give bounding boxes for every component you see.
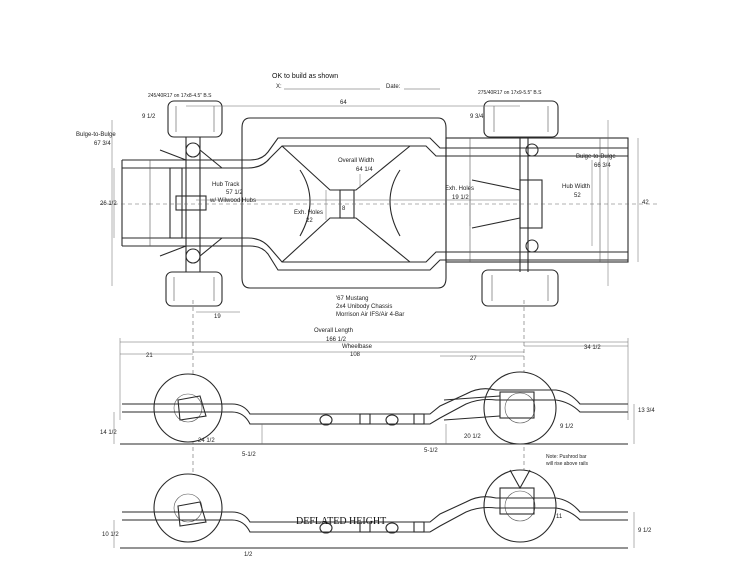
deflated-front-wheel xyxy=(153,473,223,543)
wheelbase-label: Wheelbase xyxy=(342,344,373,350)
overall-width-label: Overall Width xyxy=(338,158,374,164)
side-rear-wheel xyxy=(483,371,557,445)
car-info-line-1: '67 Mustang xyxy=(336,296,369,302)
exh-holes-right-label: Exh. Holes xyxy=(445,186,474,192)
signature-label: X: xyxy=(276,84,282,90)
overall-width-value: 64 1/4 xyxy=(356,167,373,173)
wheelbase-value: 108 xyxy=(350,352,361,358)
front-tire-spec: 245/40R17 on 17x8-4.5" B.S xyxy=(148,93,212,99)
front-low-dim: 24 1/2 xyxy=(198,438,215,444)
front-bulge-value: 67 3/4 xyxy=(94,141,111,147)
side-view: Overall Length 166 1/2 Wheelbase 108 21 … xyxy=(100,328,655,467)
approval-block: OK to build as shown X: Date: xyxy=(272,73,440,90)
deflated-right-height: 9 1/2 xyxy=(638,528,652,534)
rear-overhang-dim: 34 1/2 xyxy=(584,345,601,351)
front-overhang-dim: 21 xyxy=(146,353,153,359)
side-left-height: 14 1/2 xyxy=(100,430,117,436)
overall-length-value: 166 1/2 xyxy=(326,337,347,343)
rear-bulge-label: Bulge-to-Bulge xyxy=(576,154,616,160)
hub-width-label: Hub Width xyxy=(562,184,590,190)
hub-note: w/ Wilwood Hubs xyxy=(209,198,256,204)
deflated-mid-dim: 11 xyxy=(556,514,563,520)
rear-pinion-dim: 20 1/2 xyxy=(464,434,481,440)
side-right-height: 13 3/4 xyxy=(638,408,655,414)
deflated-bottom-left: 1/2 xyxy=(244,552,253,558)
center-dim: 8 xyxy=(342,206,346,212)
bottom-dim: 19 xyxy=(214,314,221,320)
rear-small-dim: 9 3/4 xyxy=(470,114,484,120)
rear-left-tire xyxy=(483,100,559,138)
car-info-line-3: Morrison Air IFS/Air 4-Bar xyxy=(336,312,404,318)
hub-track-value: 57 1/2 xyxy=(226,190,243,196)
front-right-tire xyxy=(165,271,223,307)
rear-axle-dim: 27 xyxy=(470,356,477,362)
front-bulge-label: Bulge-to-Bulge xyxy=(76,132,116,138)
hub-width-value: 52 xyxy=(574,193,581,199)
deflated-height-label: DEFLATED HEIGHT xyxy=(296,516,386,527)
front-left-tire xyxy=(167,100,223,138)
hub-track-label: Hub Track xyxy=(212,182,240,188)
rear-tire-spec: 275/40R17 on 17x9-5.5" B.S xyxy=(478,90,542,96)
right-dim: 42 xyxy=(642,200,649,206)
rear-right-tire xyxy=(481,269,559,307)
rear-ground-dim: 5-1/2 xyxy=(424,448,438,454)
exh-holes-left-label: Exh. Holes xyxy=(294,210,323,216)
car-info-line-2: 2x4 Unibody Chassis xyxy=(336,304,392,310)
deflated-view: DEFLATED HEIGHT 10 1/2 9 1/2 1/2 11 xyxy=(102,469,652,558)
deflated-left-height: 10 1/2 xyxy=(102,532,119,538)
front-small-dim: 9 1/2 xyxy=(142,114,156,120)
note-line-2: will rise above rails xyxy=(546,461,588,467)
overall-length-label: Overall Length xyxy=(314,328,353,334)
exh-holes-right-value: 19 1/2 xyxy=(452,195,469,201)
rear-bulge-value: 66 3/4 xyxy=(594,163,611,169)
front-ground-dim: 5-1/2 xyxy=(242,452,256,458)
side-front-wheel xyxy=(153,373,223,443)
approval-line: OK to build as shown xyxy=(272,73,338,80)
deflated-rear-wheel xyxy=(483,469,557,543)
note-line-1: Note: Pushrod bar xyxy=(546,454,587,460)
top-width-dim: 64 xyxy=(340,100,347,106)
date-label: Date: xyxy=(386,84,401,90)
rear-note-dim: 9 1/2 xyxy=(560,424,574,430)
exh-holes-left-value: 22 xyxy=(306,218,313,224)
